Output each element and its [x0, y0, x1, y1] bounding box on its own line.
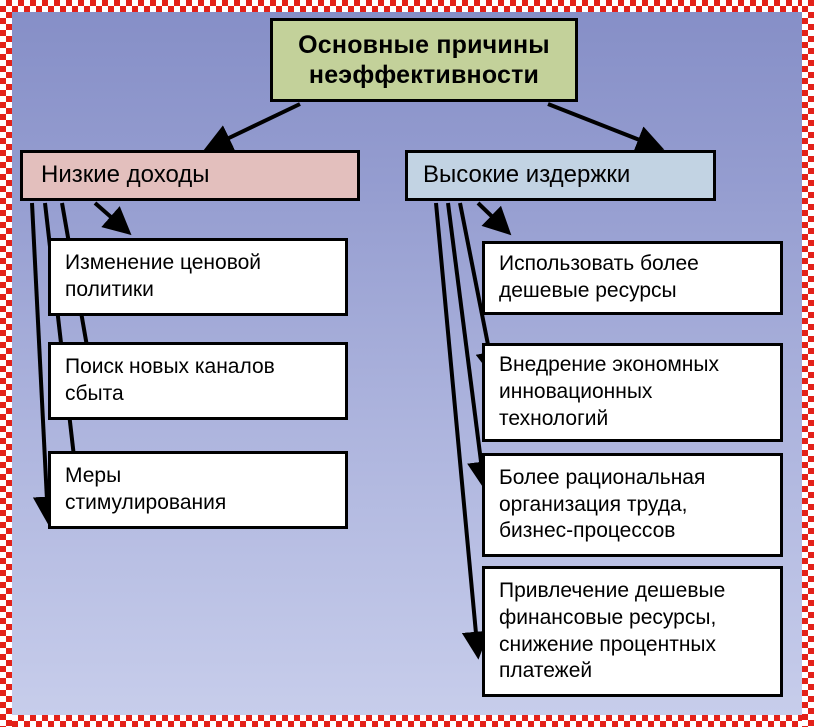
leaf-node-cheap-financing-label: Привлечение дешевые финансовые ресурсы, … — [499, 578, 726, 683]
leaf-node-cheaper-resources[interactable]: Использовать более дешевые ресурсы — [482, 241, 783, 315]
leaf-node-new-sales-channels-label: Поиск новых каналов сбыта — [65, 355, 275, 405]
leaf-node-new-sales-channels[interactable]: Поиск новых каналов сбыта — [48, 342, 348, 420]
root-node[interactable]: Основные причины неэффективности — [270, 18, 578, 102]
leaf-node-cheap-financing[interactable]: Привлечение дешевые финансовые ресурсы, … — [482, 566, 783, 697]
leaf-node-stimulation-measures[interactable]: Меры стимулирования — [48, 451, 348, 529]
decorative-frame-top — [0, 0, 814, 12]
branch-node-low-income-label: Низкие доходы — [41, 161, 210, 189]
decorative-frame-bottom — [0, 715, 814, 727]
leaf-node-economical-technologies[interactable]: Внедрение экономных инновационных технол… — [482, 343, 783, 442]
decorative-frame-right — [802, 0, 814, 727]
leaf-node-economical-technologies-label: Внедрение экономных инновационных технол… — [499, 353, 719, 430]
leaf-node-rational-organization-label: Более рациональная организация труда, би… — [499, 465, 706, 543]
root-node-label: Основные причины неэффективности — [298, 30, 550, 90]
leaf-node-stimulation-measures-label: Меры стимулирования — [65, 464, 227, 514]
leaf-node-pricing-policy[interactable]: Изменение ценовой политики — [48, 238, 348, 316]
leaf-node-cheaper-resources-label: Использовать более дешевые ресурсы — [499, 252, 699, 302]
branch-node-high-costs[interactable]: Высокие издержки — [405, 150, 716, 201]
branch-node-low-income[interactable]: Низкие доходы — [20, 150, 360, 201]
decorative-frame-left — [0, 0, 12, 727]
leaf-node-pricing-policy-label: Изменение ценовой политики — [65, 251, 262, 301]
leaf-node-rational-organization[interactable]: Более рациональная организация труда, би… — [482, 453, 783, 557]
branch-node-high-costs-label: Высокие издержки — [423, 161, 631, 189]
